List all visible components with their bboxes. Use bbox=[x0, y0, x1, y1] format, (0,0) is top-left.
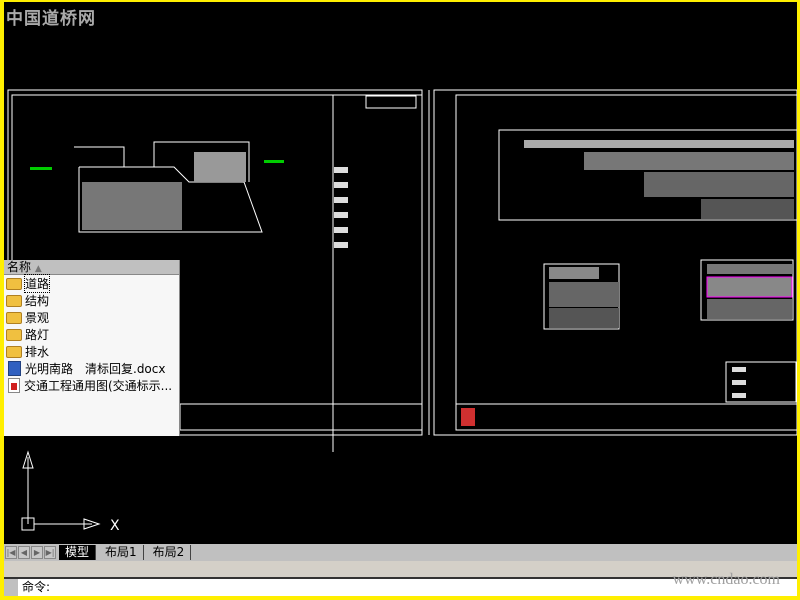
file-item[interactable]: 交通工程通用图(交通标示... bbox=[4, 377, 179, 394]
sheet-right-border bbox=[433, 89, 797, 436]
tab-model[interactable]: 模型 bbox=[59, 545, 97, 560]
prev-tab-button[interactable]: ◀ bbox=[18, 546, 30, 559]
next-tab-button[interactable]: ▶ bbox=[31, 546, 43, 559]
ucs-icon bbox=[21, 450, 101, 531]
pdf-icon bbox=[8, 378, 20, 393]
folder-icon bbox=[6, 311, 22, 324]
column-header-name[interactable]: 名称 ▲ bbox=[4, 260, 179, 275]
tab-layout1[interactable]: 布局1 bbox=[99, 545, 144, 560]
folder-icon bbox=[6, 345, 22, 358]
folder-icon bbox=[6, 277, 22, 290]
ucs-x-label: X bbox=[110, 518, 120, 534]
first-tab-button[interactable]: |◀ bbox=[5, 546, 17, 559]
command-line[interactable]: 命令: bbox=[4, 579, 797, 596]
file-item[interactable]: 排水 bbox=[4, 343, 179, 360]
cad-canvas[interactable]: X bbox=[4, 2, 797, 542]
file-item[interactable]: 道路 bbox=[4, 274, 179, 293]
file-item[interactable]: 光明南路 清标回复.docx bbox=[4, 360, 179, 377]
file-item[interactable]: 路灯 bbox=[4, 326, 179, 343]
folder-icon bbox=[6, 294, 22, 307]
folder-icon bbox=[6, 328, 22, 341]
file-list-panel: 名称 ▲ 道路 结构 景观 路灯 排水 光明南路 清标回复.docx 交通工程通… bbox=[4, 260, 180, 436]
last-tab-button[interactable]: ▶| bbox=[44, 546, 56, 559]
command-prompt: 命令: bbox=[22, 580, 51, 594]
word-doc-icon bbox=[8, 361, 21, 376]
watermark: 中国道桥网 bbox=[6, 9, 96, 29]
file-item[interactable]: 结构 bbox=[4, 292, 179, 309]
site-watermark: www.cndao.com bbox=[672, 571, 780, 588]
hatched-layers bbox=[82, 140, 794, 426]
command-window-separator[interactable] bbox=[4, 561, 797, 579]
file-item[interactable]: 景观 bbox=[4, 309, 179, 326]
layout-tab-bar: |◀ ◀ ▶ ▶| 模型 布局1 布局2 bbox=[4, 544, 797, 561]
tab-layout2[interactable]: 布局2 bbox=[147, 545, 192, 560]
